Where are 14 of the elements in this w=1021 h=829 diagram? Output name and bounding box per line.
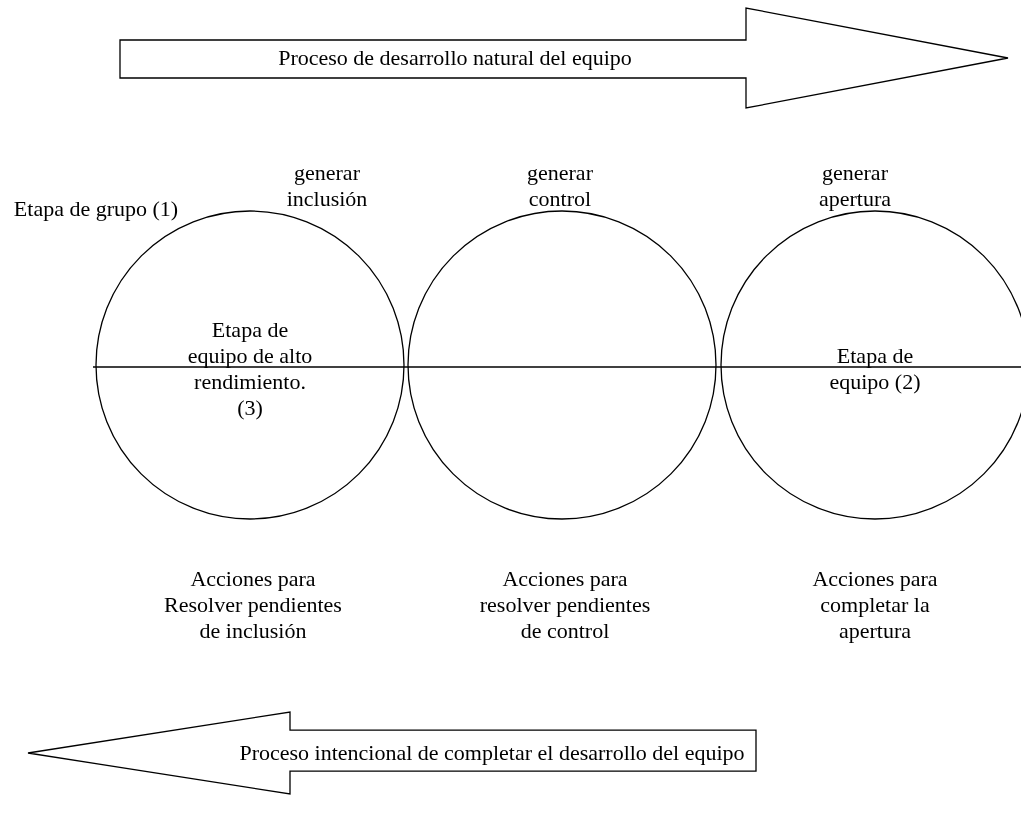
goal-label: generar apertura (817, 160, 893, 212)
circle-shape (407, 210, 717, 520)
action-label: Acciones para completar la apertura (811, 566, 939, 644)
goal-label: generar control (526, 160, 594, 212)
process-label: Proceso de desarrollo natural del equipo (277, 44, 633, 72)
stage-label: Etapa de equipo (2) (828, 343, 922, 395)
process-label: Proceso intencional de completar el desarrollo del equipo (238, 739, 746, 767)
block-arrow (120, 8, 1008, 108)
action-label: Acciones para resolver pendientes de control (478, 566, 652, 644)
stage-label: Etapa de equipo de alto rendimiento. (3) (187, 317, 313, 421)
block-arrow (28, 712, 756, 794)
stage-label: Etapa de grupo (1) (12, 196, 180, 222)
action-label: Acciones para Resolver pendientes de inclusión (163, 566, 343, 644)
goal-label: generar inclusión (285, 160, 369, 212)
